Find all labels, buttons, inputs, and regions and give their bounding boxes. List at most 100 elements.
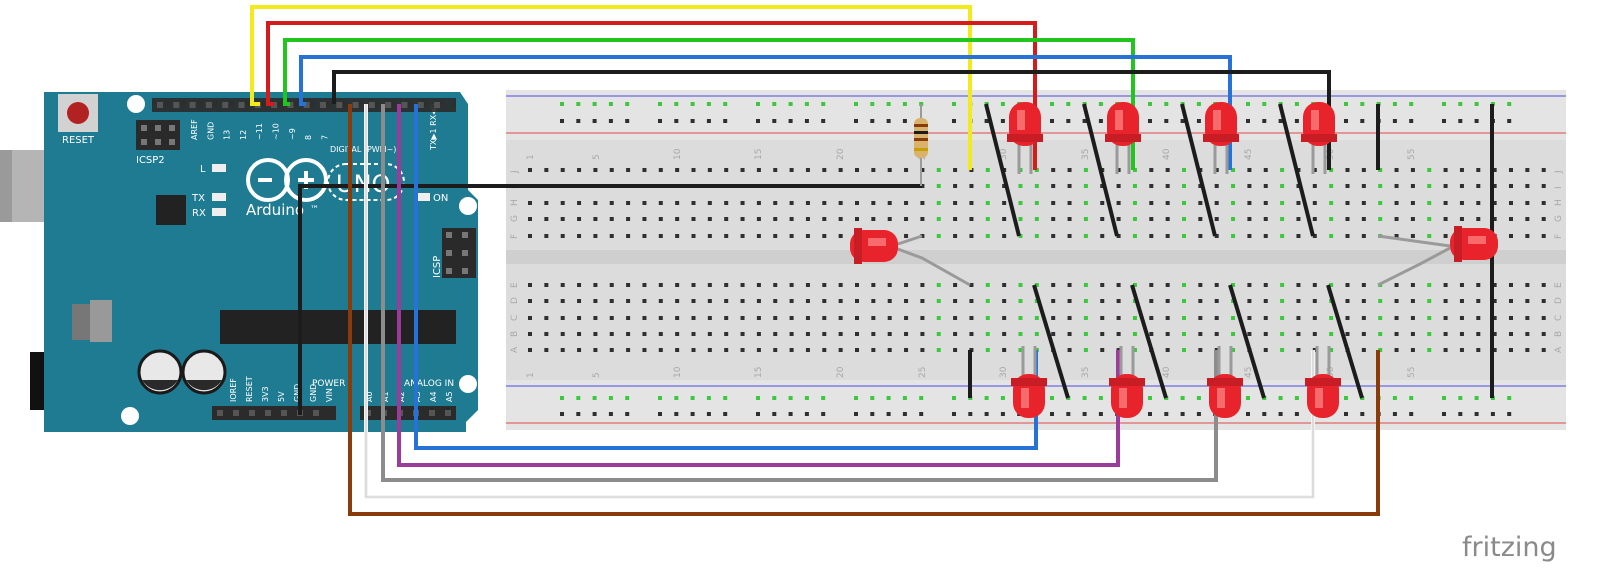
- breadboard-hole: [1247, 332, 1252, 336]
- green-wire[interactable]: [283, 38, 1135, 170]
- breadboard-hole: [1198, 201, 1203, 205]
- breadboard-hole: [1476, 184, 1481, 188]
- breadboard-hole: [1525, 348, 1530, 352]
- breadboard-hole: [724, 283, 729, 287]
- breadboard-hole: [1525, 234, 1530, 238]
- led[interactable]: [1207, 346, 1243, 418]
- row-letter: J: [1554, 170, 1564, 174]
- header-pin: [368, 102, 375, 108]
- breadboard-hole: [1083, 168, 1088, 172]
- breadboard-hole: [1132, 283, 1137, 287]
- yellow-wire[interactable]: [250, 5, 972, 170]
- breadboard-hole: [691, 283, 696, 287]
- breadboard-hole: [1394, 234, 1399, 238]
- breadboard-hole: [1067, 201, 1072, 205]
- breadboard-hole: [1149, 201, 1154, 205]
- breadboard-hole: [855, 168, 859, 172]
- rail-hole: [1507, 412, 1512, 416]
- diagonal-jumper[interactable]: [1130, 284, 1168, 399]
- breadboard-hole: [544, 168, 549, 172]
- header-pin: [303, 102, 310, 108]
- led[interactable]: [1450, 226, 1498, 262]
- rail-hole: [1294, 396, 1299, 400]
- breadboard-hole: [691, 168, 696, 172]
- led[interactable]: [1007, 102, 1043, 174]
- breadboard-hole: [920, 299, 925, 303]
- usb-chip: [156, 195, 186, 225]
- led[interactable]: [1301, 102, 1337, 174]
- breadboard-hole: [1509, 283, 1513, 287]
- rail-hole: [772, 102, 777, 106]
- column-number: 15: [754, 149, 764, 160]
- led[interactable]: [1105, 102, 1141, 174]
- breadboard-hole: [756, 299, 761, 303]
- breadboard-hole: [1165, 299, 1170, 303]
- led[interactable]: [1305, 346, 1341, 418]
- breadboard-hole: [1492, 316, 1497, 320]
- breadboard-hole: [675, 332, 680, 336]
- column-number: 55: [1407, 367, 1417, 378]
- breadboard-hole: [773, 348, 778, 352]
- breadboard-hole: [1247, 283, 1252, 287]
- rail-hole: [625, 412, 630, 416]
- breadboard-hole: [1100, 234, 1105, 238]
- led[interactable]: [850, 228, 898, 264]
- breadboard-hole: [756, 332, 761, 336]
- breadboard-hole: [822, 217, 827, 221]
- breadboard-hole: [1051, 316, 1056, 320]
- breadboard-hole: [724, 201, 729, 205]
- breadboard-hole: [969, 201, 974, 205]
- blue-top-wire[interactable]: [299, 55, 1232, 170]
- breadboard-hole: [740, 283, 745, 287]
- led[interactable]: [1011, 346, 1047, 418]
- breadboard-hole: [1410, 201, 1415, 205]
- diagonal-jumper[interactable]: [1278, 103, 1315, 237]
- breadboard-hole: [1263, 316, 1268, 320]
- led[interactable]: [1203, 102, 1239, 174]
- breadboard-hole: [936, 283, 941, 287]
- reset-button[interactable]: [58, 94, 98, 132]
- diagonal-jumper[interactable]: [1082, 103, 1119, 237]
- breadboard-hole: [1100, 348, 1105, 352]
- breadboard-hole: [936, 234, 941, 238]
- breadboard-hole: [1378, 217, 1383, 221]
- breadboard-hole: [1247, 234, 1252, 238]
- black-gnd-wire[interactable]: [298, 184, 922, 415]
- breadboard-hole: [1361, 234, 1366, 238]
- breadboard-hole: [1198, 348, 1203, 352]
- brown-wire[interactable]: [348, 104, 1380, 516]
- rail-hole: [1196, 102, 1201, 106]
- breadboard-hole: [1525, 283, 1530, 287]
- diagonal-jumper[interactable]: [984, 103, 1021, 237]
- rail-hole: [952, 119, 956, 123]
- breadboard-hole: [920, 316, 925, 320]
- voltage-regulator: [72, 304, 90, 340]
- diagonal-jumper[interactable]: [1228, 284, 1266, 399]
- diagonal-jumper[interactable]: [1326, 284, 1364, 399]
- breadboard-hole: [1525, 184, 1530, 188]
- breadboard-hole: [1018, 348, 1023, 352]
- breadboard-hole: [560, 316, 565, 320]
- breadboard-hole: [1509, 201, 1513, 205]
- row-letter: C: [510, 315, 520, 321]
- rail-hole: [592, 102, 597, 106]
- breadboard-hole: [1378, 168, 1383, 172]
- breadboard-hole: [528, 348, 532, 352]
- breadboard-hole: [887, 348, 892, 352]
- breadboard-hole: [904, 348, 909, 352]
- breadboard-hole: [1083, 184, 1088, 188]
- breadboard-hole: [920, 168, 925, 172]
- diagonal-jumper[interactable]: [1032, 284, 1070, 399]
- diagonal-jumper[interactable]: [1180, 103, 1217, 237]
- breadboard-hole: [1149, 332, 1154, 336]
- breadboard-hole: [1182, 168, 1186, 172]
- rail-hole: [1082, 396, 1087, 400]
- breadboard-hole: [773, 332, 778, 336]
- tx-label: TX: [191, 193, 205, 204]
- header-pin: [429, 410, 435, 416]
- led[interactable]: [1109, 346, 1145, 418]
- breadboard-hole: [1312, 217, 1317, 221]
- breadboard-hole: [1149, 283, 1154, 287]
- breadboard-hole: [1509, 168, 1513, 172]
- header-pin: [434, 102, 441, 108]
